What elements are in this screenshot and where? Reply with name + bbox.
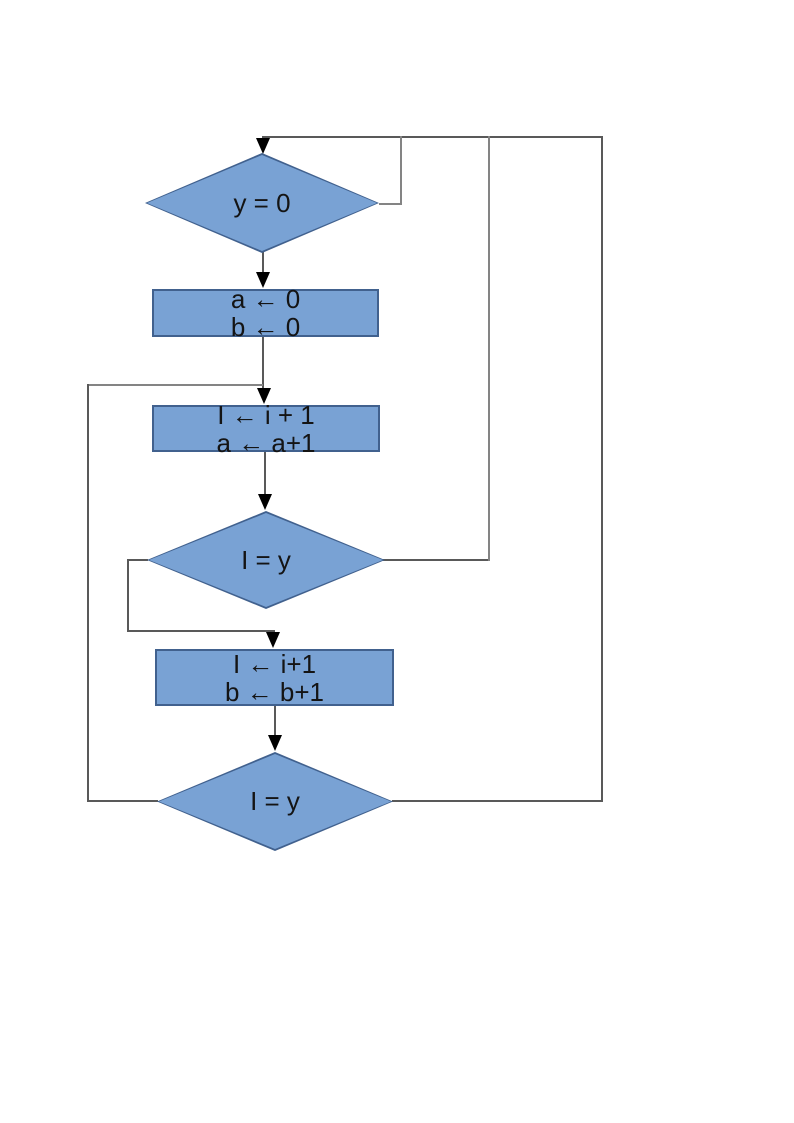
edge-dtop-to-init	[262, 252, 264, 274]
edge-dmid-left-h2	[127, 630, 275, 632]
process-line: b ← b+1	[224, 676, 324, 707]
arrowhead-into-decision-top-icon	[256, 138, 270, 154]
arrowhead-into-decision-bottom-icon	[268, 735, 282, 751]
edge-dmid-right-v	[488, 136, 490, 561]
edge-left-loop-top-h	[88, 384, 263, 386]
edge-dbot-right-v	[601, 136, 603, 802]
process-increment-a: I ← i + 1 a ← a+1	[152, 401, 380, 457]
process-line: a ← 0	[230, 284, 301, 314]
edge-dmid-right-h	[382, 559, 490, 561]
decision-label: I = y	[241, 544, 291, 575]
arrowhead-into-decision-mid-icon	[258, 494, 272, 510]
edge-dbot-right-h	[392, 800, 603, 802]
edge-incb-to-dbot	[274, 705, 276, 737]
edge-dmid-left-h1	[127, 559, 148, 561]
process-increment-b: I ← i+1 b ← b+1	[155, 649, 394, 706]
process-line: I ← i + 1	[217, 399, 315, 430]
edge-top-bus	[262, 136, 603, 138]
arrowhead-into-process-inc-a-icon	[257, 388, 271, 404]
decision-i-equals-y-bottom: I = y	[157, 752, 393, 851]
process-line: I ← i+1	[232, 648, 317, 679]
process-line: b ← 0	[230, 312, 301, 342]
edge-inca-to-dmid	[264, 452, 266, 496]
decision-i-equals-y-mid: I = y	[147, 511, 385, 609]
arrowhead-into-process-init-icon	[256, 272, 270, 288]
edge-left-loop-v	[87, 384, 89, 802]
decision-label: y = 0	[233, 187, 291, 218]
arrowhead-into-process-inc-b-icon	[266, 632, 280, 648]
edge-dtop-right-h	[379, 203, 402, 205]
edge-init-to-inca	[262, 337, 264, 390]
decision-y-equals-0: y = 0	[145, 153, 379, 253]
process-init-a-b: a ← 0 b ← 0	[152, 285, 379, 341]
edge-dtop-right-v	[400, 136, 402, 205]
decision-label: I = y	[250, 786, 300, 816]
edge-left-loop-bottom-h	[87, 800, 158, 802]
process-line: a ← a+1	[216, 427, 316, 458]
edge-dmid-left-v	[127, 559, 129, 632]
